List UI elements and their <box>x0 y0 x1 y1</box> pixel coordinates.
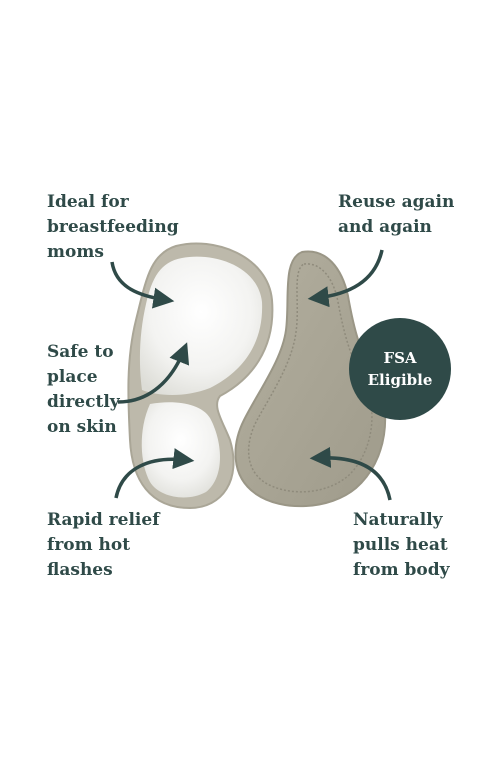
cooling-pad-front <box>127 242 274 510</box>
pad-back-inner-seam <box>247 263 373 493</box>
label-ideal-for-breastfeeding: Ideal for breastfeeding moms <box>47 192 179 262</box>
label-reuse: Reuse again and again <box>338 192 455 237</box>
label-safe-on-skin: Safe to place directly on skin <box>47 342 120 437</box>
arrow-safe <box>117 342 190 404</box>
pad-back-shape <box>234 250 387 508</box>
label-naturally-pulls-heat: Naturally pulls heat from body <box>353 510 450 580</box>
pad-front-gel-lower <box>141 402 220 498</box>
arrow-reuse <box>307 249 384 308</box>
arrow-naturally <box>309 446 392 501</box>
fsa-eligible-badge: FSA Eligible <box>349 318 451 420</box>
cooling-pad-back <box>234 250 387 508</box>
label-rapid-relief: Rapid relief from hot flashes <box>47 510 160 580</box>
arrow-rapid <box>114 448 195 499</box>
fsa-eligible-text: FSA Eligible <box>367 349 433 389</box>
arrow-ideal <box>110 261 175 309</box>
